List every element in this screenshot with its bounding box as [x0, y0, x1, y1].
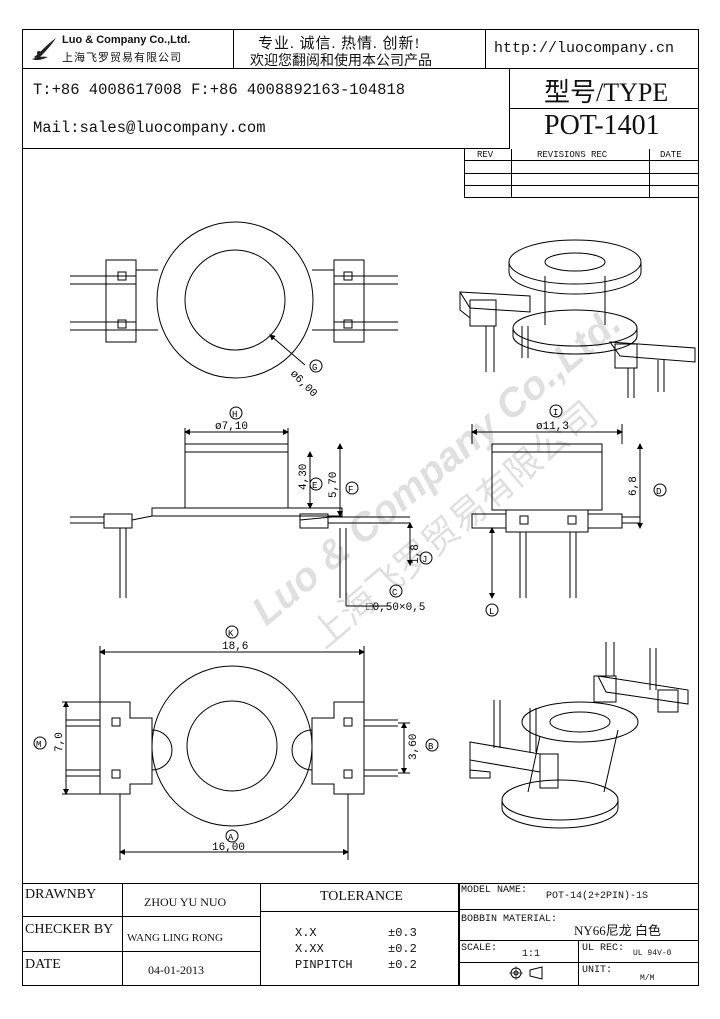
- ul-value: UL 94V-0: [633, 949, 672, 958]
- title-block-col-divider-2: [260, 883, 261, 986]
- unit-label: UNIT:: [582, 965, 613, 976]
- drawing-frame: [22, 29, 699, 986]
- dim-M-label: M: [36, 740, 41, 750]
- type-label-cell: [510, 69, 699, 109]
- scale-value: 1:1: [522, 949, 541, 960]
- dim-K-value: 18,6: [222, 641, 248, 653]
- slogan-line1: 专业. 诚信. 热情. 创新!: [258, 36, 421, 52]
- ul-label: UL REC:: [582, 943, 625, 954]
- dim-D-label: D: [656, 487, 661, 497]
- title-block-row-divider-6: [458, 962, 699, 963]
- bottom-view: [62, 646, 410, 860]
- date-value: 04-01-2013: [148, 963, 204, 977]
- side-view: [471, 424, 643, 599]
- dim-A-label: A: [228, 833, 234, 843]
- top-view: [70, 221, 398, 379]
- title-block-row-divider-1: [22, 916, 260, 917]
- dim-H-label: H: [232, 410, 237, 420]
- revisions-col-date: DATE: [660, 150, 682, 160]
- title-block-row-divider-2: [22, 951, 260, 952]
- revisions-col-rec: REVISIONS REC: [537, 150, 608, 160]
- dim-H-value: ø7,10: [215, 421, 248, 433]
- dim-C-label: C: [392, 588, 398, 598]
- dim-I-value: ø11,3: [536, 421, 569, 433]
- dim-B-value: 3,60: [408, 734, 420, 760]
- dim-L-label: L: [489, 607, 494, 617]
- title-block-row-divider-4: [458, 909, 699, 910]
- tol-pin-label: PINPITCH: [295, 958, 353, 972]
- title-block-col-divider-3: [458, 883, 460, 986]
- title-block-col-divider-1: [122, 883, 123, 986]
- tol-xxx-label: X.XX: [295, 942, 324, 956]
- model-label: MODEL NAME:: [461, 885, 528, 896]
- revisions-row-divider-1: [464, 160, 699, 161]
- checker-label: CHECKER BY: [25, 922, 114, 937]
- phone-fax-text: T:+86 4008617008 F:+86 4008892163-104818: [33, 81, 406, 99]
- revisions-col-rev: REV: [477, 150, 494, 160]
- dim-A-value: 16,00: [212, 842, 245, 854]
- logo-cell: [22, 29, 234, 69]
- slogan-cell: [234, 29, 486, 69]
- checker-value: WANG LING RONG: [127, 932, 223, 944]
- title-block-row-divider-5: [458, 940, 699, 941]
- dim-F-value: 5,70: [328, 472, 340, 498]
- type-label: 型号/TYPE: [544, 78, 669, 107]
- company-logo-icon: [32, 38, 56, 61]
- unit-value: M/M: [640, 974, 655, 983]
- title-block-border: [22, 883, 699, 986]
- isometric-view-bottom: [469, 642, 689, 829]
- dim-I-label: I: [553, 408, 558, 418]
- front-view: [70, 428, 413, 607]
- model-value: POT-14(2+2PIN)-1S: [546, 891, 649, 902]
- dim-K-label: K: [228, 629, 234, 639]
- contact-cell: [22, 69, 510, 149]
- mail-link[interactable]: Mail:sales@luocompany.com: [33, 119, 266, 137]
- bobbin-value: NY66尼龙 白色: [574, 923, 662, 938]
- dim-G-label: G: [312, 363, 317, 373]
- dim-F-label: F: [348, 485, 353, 495]
- dimension-balloons: [33, 359, 667, 843]
- revisions-row-divider-3: [464, 185, 699, 186]
- projection-symbol-icon: [509, 966, 543, 980]
- drawnby-value: ZHOU YU NUO: [144, 895, 227, 909]
- dim-G-value: ø6,00: [287, 368, 319, 400]
- type-value: POT-1401: [544, 110, 660, 141]
- website-cell: [486, 29, 699, 69]
- dim-D-value: 6,8: [628, 476, 640, 496]
- title-block-row-divider-3: [260, 911, 458, 912]
- company-name-cn: 上海飞罗贸易有限公司: [62, 52, 182, 64]
- dim-C-value: □0,50×0,5: [366, 602, 425, 614]
- tol-xx-value: ±0.3: [388, 926, 417, 940]
- tol-xx-label: X.X: [295, 926, 317, 940]
- tol-pin-value: ±0.2: [388, 958, 417, 972]
- dim-E-value: 4,30: [298, 464, 310, 490]
- dim-M-value: 7,0: [54, 732, 66, 752]
- tolerance-label: TOLERANCE: [320, 889, 403, 904]
- tol-xxx-value: ±0.2: [388, 942, 417, 956]
- dim-E-label: E: [312, 481, 317, 491]
- dim-B-label: B: [428, 742, 434, 752]
- company-name-en: Luo & Company Co.,Ltd.: [62, 34, 191, 46]
- drawnby-label: DRAWNBY: [25, 887, 97, 902]
- scale-label: SCALE:: [461, 943, 498, 954]
- dim-J-label: J: [422, 555, 427, 565]
- website-link[interactable]: http://luocompany.cn: [494, 40, 675, 57]
- date-label: DATE: [25, 957, 61, 972]
- bobbin-label: BOBBIN MATERIAL:: [461, 914, 558, 925]
- dim-J-value: 1,8: [410, 544, 422, 564]
- isometric-view-top: [459, 239, 696, 398]
- revisions-row-divider-2: [464, 173, 699, 174]
- title-block-col-divider-4: [578, 940, 579, 986]
- slogan-line2: 欢迎您翻阅和使用本公司产品: [250, 54, 432, 69]
